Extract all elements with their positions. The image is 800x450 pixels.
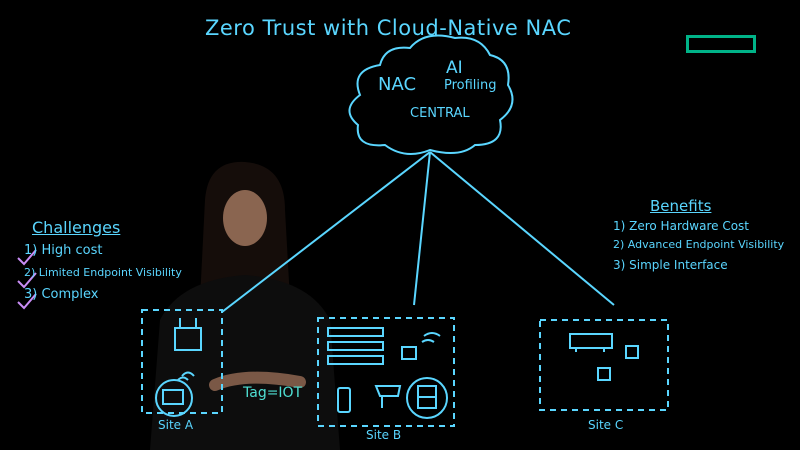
cloud-label-nac: NAC	[378, 74, 417, 95]
challenge-item: 1) High cost	[24, 243, 103, 258]
link-to-site-a	[221, 151, 431, 313]
site-b-label: Site B	[366, 428, 402, 442]
challenges-heading: Challenges	[32, 218, 121, 237]
site-a-box	[141, 309, 223, 417]
challenge-check-marks	[17, 249, 37, 310]
cloud-label-profiling: Profiling	[444, 78, 497, 93]
benefit-item: 1) Zero Hardware Cost	[613, 219, 749, 233]
switch-icon	[327, 327, 384, 337]
site-a-label: Site A	[158, 418, 194, 432]
medical-device-icon	[406, 377, 448, 419]
challenge-item: 3) Complex	[24, 287, 99, 302]
site-b-box	[317, 317, 455, 427]
brand-logo	[686, 35, 756, 53]
industrial-machine-icon	[569, 333, 613, 352]
security-camera-icon	[374, 385, 402, 408]
benefits-heading: Benefits	[650, 197, 712, 215]
presenter-figure	[150, 161, 340, 450]
benefit-item: 3) Simple Interface	[613, 258, 728, 272]
access-point-icon	[401, 346, 417, 360]
access-point-icon	[174, 327, 202, 351]
cloud-label-ai: AI	[446, 58, 463, 78]
link-to-site-c	[429, 151, 615, 306]
benefit-item: 2) Advanced Endpoint Visibility	[613, 238, 785, 251]
cloud-outline	[348, 34, 514, 155]
link-to-site-b	[413, 151, 431, 306]
site-c-box	[539, 319, 669, 411]
challenge-item: 2) Limited Endpoint Visibility	[24, 266, 182, 279]
camera-device-icon	[155, 379, 193, 417]
diagram-title: Zero Trust with Cloud-Native NAC	[205, 16, 572, 40]
site-c-label: Site C	[588, 418, 624, 432]
sensor-icon	[597, 367, 611, 381]
phone-icon	[337, 387, 351, 413]
cloud-label-central: CENTRAL	[410, 106, 470, 121]
tag-label: Tag=IOT	[243, 385, 303, 401]
